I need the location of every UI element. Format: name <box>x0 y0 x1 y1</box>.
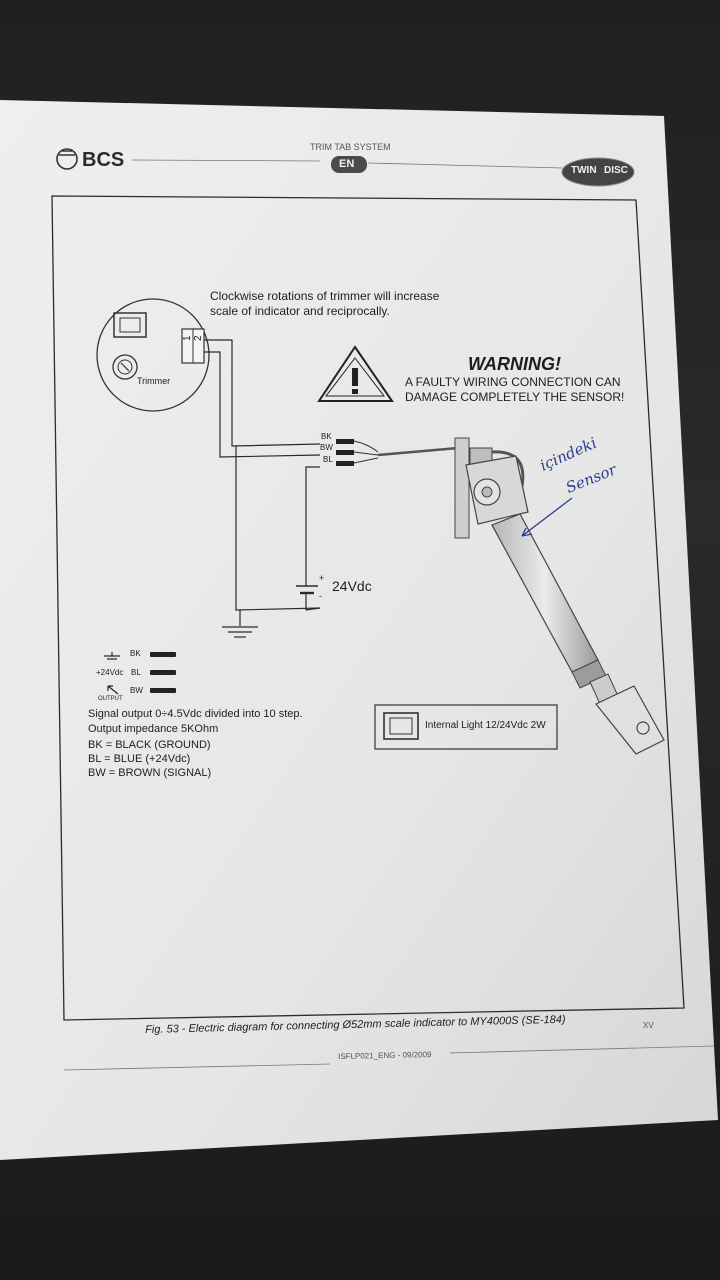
internal-light-label: Internal Light 12/24Vdc 2W <box>425 720 546 731</box>
twindisc-brand-a: TWIN <box>571 165 597 176</box>
document-page: BCS TRIM TAB SYSTEM EN TWIN DISC Clockwi… <box>0 100 720 1160</box>
battery-plus: + <box>319 573 325 583</box>
wire-connectors <box>336 439 459 466</box>
warning-line2: DAMAGE COMPLETELY THE SENSOR! <box>405 390 625 404</box>
warning-icon <box>317 345 394 402</box>
legend-bw: BW <box>130 686 143 695</box>
trimmer-label: Trimmer <box>137 376 171 386</box>
twindisc-logo-shape <box>561 157 635 187</box>
language-badge: EN <box>339 158 355 170</box>
page-drawing <box>0 100 718 1160</box>
wire-bl-label: BL <box>323 455 333 464</box>
legend-bl-prefix: +24Vdc <box>96 668 124 677</box>
terminal-1-label: 1 <box>182 335 193 341</box>
internal-light-box <box>374 704 558 750</box>
language-badge-shape <box>331 156 367 173</box>
internal-light-icon <box>383 712 419 740</box>
wire-bk-label: BK <box>321 432 332 441</box>
footer-rule-left <box>63 1063 331 1071</box>
color-bk: BK = BLACK (GROUND) <box>88 739 211 751</box>
trimmer-note-line1: Clockwise rotations of trimmer will incr… <box>210 289 440 303</box>
legend-output: OUTPUT <box>98 696 123 702</box>
battery-minus: - <box>319 591 322 601</box>
diagram-frame <box>51 195 685 1021</box>
warning-line1: A FAULTY WIRING CONNECTION CAN <box>405 375 621 389</box>
footer-rule-right <box>449 1045 715 1054</box>
actuator-sensor-drawing <box>454 437 665 755</box>
battery-label: 24Vdc <box>332 578 372 594</box>
twindisc-brand-b: DISC <box>604 165 628 176</box>
header-rule-left <box>131 159 321 162</box>
legend-bk: BK <box>130 649 141 658</box>
bcs-logo-icon <box>56 148 78 170</box>
color-bl: BL = BLUE (+24Vdc) <box>88 753 191 765</box>
page-number: XV <box>643 1021 654 1030</box>
terminal-2-label: 2 <box>193 335 204 341</box>
system-title: TRIM TAB SYSTEM <box>310 142 391 152</box>
signal-line1: Signal output 0÷4.5Vdc divided into 10 s… <box>88 708 303 720</box>
legend-bl: BL <box>131 668 141 677</box>
wiring <box>204 339 321 638</box>
paper-sheet <box>0 100 718 1160</box>
warning-title: WARNING! <box>468 354 561 374</box>
signal-line2: Output impedance 5KOhm <box>88 723 219 735</box>
wire-bw-label: BW <box>320 443 333 452</box>
legend-symbols <box>104 652 120 695</box>
trimmer-note-line2: scale of indicator and reciprocally. <box>210 304 390 318</box>
indicator-lamp-icon <box>113 312 147 338</box>
color-bw: BW = BROWN (SIGNAL) <box>88 767 212 779</box>
scale-indicator-outline <box>96 298 210 412</box>
legend-connectors <box>150 652 176 693</box>
header-rule-right <box>367 162 563 169</box>
bcs-brand: BCS <box>82 149 125 171</box>
trimmer-icon <box>112 354 138 380</box>
handwritten-arrow <box>521 497 573 537</box>
